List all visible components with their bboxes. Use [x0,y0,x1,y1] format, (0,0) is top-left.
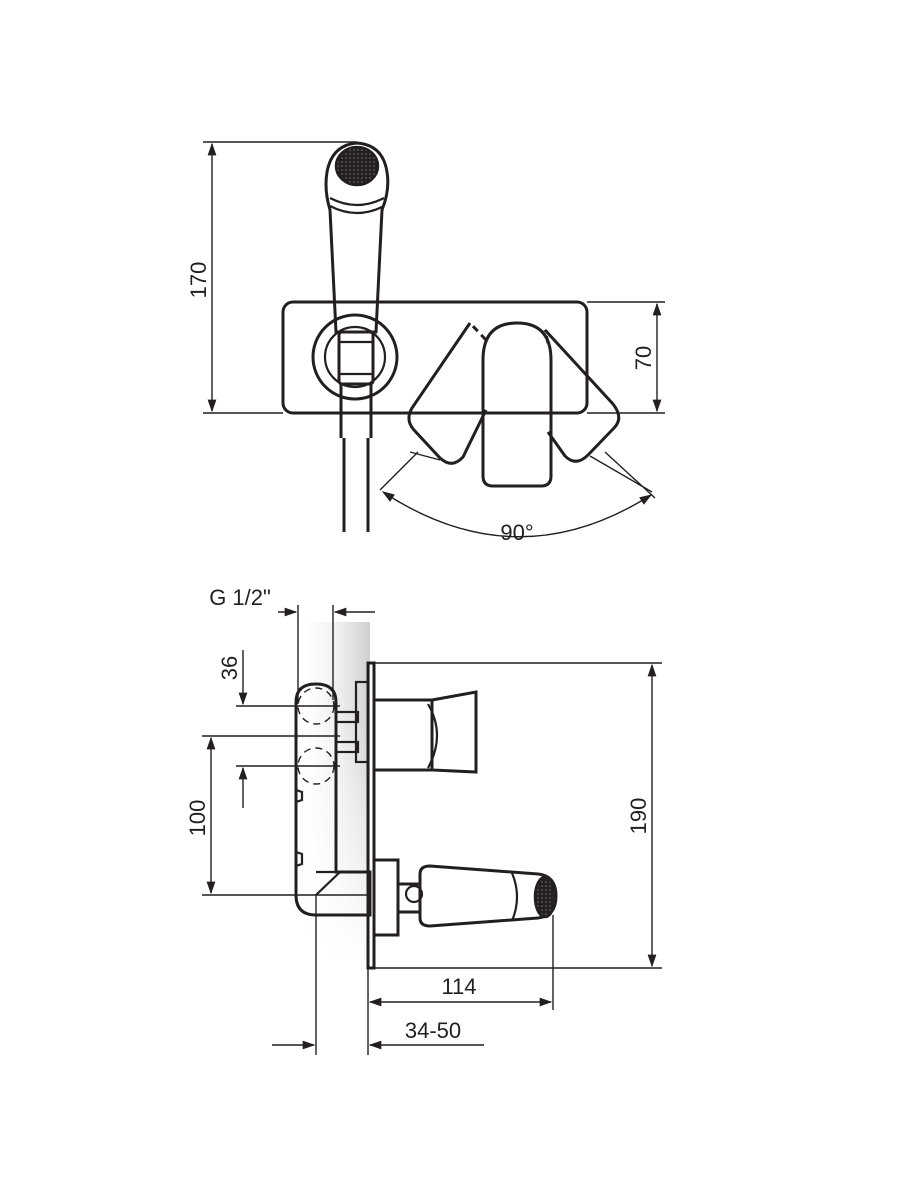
holder-ring-inner [323,325,387,389]
outlet-drop-dimension: 100 [185,735,370,896]
hand-shower [324,141,390,532]
front-height-dimension: 170 [186,141,357,414]
inlet-spacing-dimension: 36 [217,650,340,808]
projection-dimension: 114 [367,915,554,1055]
dim-inlet-spacing: 36 [217,656,242,680]
shower-nozzle [334,145,380,187]
wall-depth-dimension: 34-50 [272,895,484,1055]
wall-plate [281,300,589,415]
side-view: G 1/2" 36 100 190 114 [185,585,662,1055]
thread-dimension: G 1/2" [209,585,375,704]
hose [342,438,370,532]
holder-ring-outer [311,313,399,401]
dim-side-total-height: 190 [626,798,651,835]
dim-wall-depth: 34-50 [405,1018,461,1043]
dim-thread: G 1/2" [209,585,271,610]
dim-front-total-height: 170 [186,262,211,299]
rotation-angle-dimension: 90° [379,451,656,545]
side-height-dimension: 190 [374,662,662,969]
outlet-side [372,858,558,937]
dim-rotation-angle: 90° [500,520,533,545]
lever-side [372,690,478,774]
front-view: 90° 170 70 [186,141,665,545]
dim-outlet-drop: 100 [185,800,210,837]
concealed-body [294,682,372,917]
mixer-lever [407,321,621,488]
dim-projection: 114 [441,974,476,999]
plate-height-dimension: 70 [587,301,665,414]
dim-plate-height: 70 [631,346,656,370]
cover-plate-side [366,661,376,970]
